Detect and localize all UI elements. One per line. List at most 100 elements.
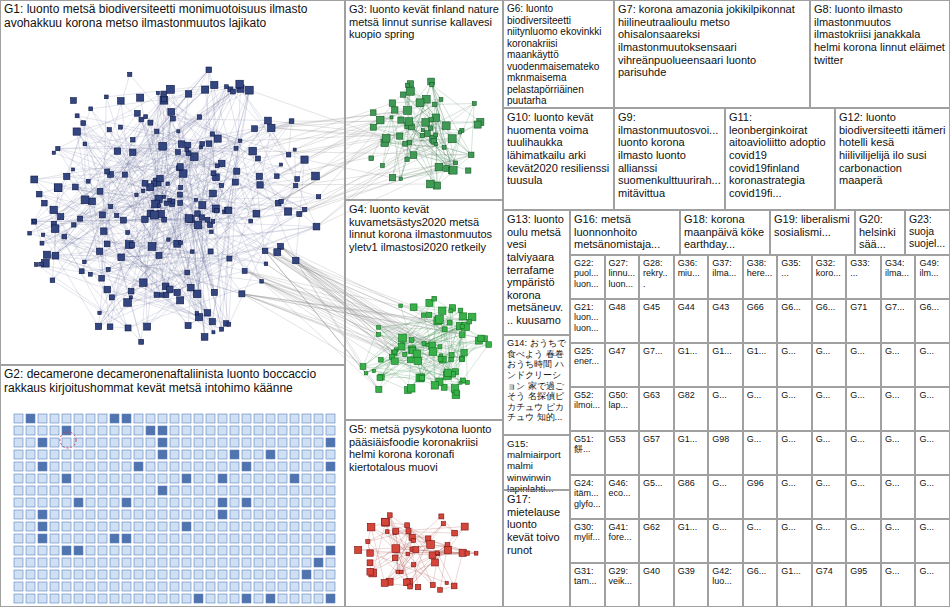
network-vertex [297,212,302,217]
network-edge [464,345,489,353]
network-vertex [449,309,453,313]
isolate-vertex [254,426,263,435]
isolate-vertex [98,522,107,531]
isolate-vertex [230,534,239,543]
isolate-vertex [98,414,107,423]
group-box: G35: ... [777,255,812,299]
group-label: G43 [712,302,739,312]
group-box: G8: luonto ilmasto ilmastonmuutos ilmast… [810,0,950,108]
network-edge [171,112,252,151]
group-label: G... [885,434,912,444]
group-label: G7... [885,302,912,312]
network-vertex [141,189,144,192]
network-vertex [418,374,425,381]
group-label: G... [747,390,774,400]
network-vertex [406,552,410,556]
isolate-vertex [194,558,203,567]
group-box: G62 [639,519,674,563]
network-edge [39,194,110,327]
network-vertex [185,215,193,223]
group-label: G29: veik... [609,566,636,587]
group-label: G... [885,390,912,400]
network-vertex [460,357,464,361]
network-edge [378,327,455,394]
isolate-vertex [26,462,35,471]
isolate-vertex [50,474,59,483]
network-vertex [403,142,408,147]
network-edge [401,550,448,572]
isolate-vertex [326,498,335,507]
group-box: G10: luonto kevät huomenta voima tuuliha… [503,108,614,210]
network-vertex [201,334,208,341]
group-box: G... [777,431,812,475]
isolate-vertex [302,534,311,543]
group-label: G... [747,434,774,444]
network-vertex [466,168,471,173]
group-box: G38: here... [743,255,778,299]
isolate-vertex [38,558,47,567]
group-label: G... [919,434,946,444]
group-box: G... [708,475,743,519]
group-label: G8: luonto ilmasto ilmastonmuutos ilmast… [814,3,946,66]
isolate-vertex [86,474,95,483]
network-vertex [137,94,144,101]
network-vertex [459,356,464,361]
isolate-vertex [38,426,47,435]
isolate-vertex [230,414,239,423]
network-vertex [387,513,392,518]
isolate-vertex [242,426,251,435]
network-vertex [156,252,162,258]
group-label: G6... [919,302,946,312]
isolate-vertex [182,498,191,507]
isolate-vertex [254,510,263,519]
isolate-vertex [14,486,23,495]
isolate-vertex [158,462,167,471]
isolate-vertex [278,570,287,579]
network-vertex [392,545,400,553]
network-vertex [157,175,163,181]
network-vertex [97,188,103,194]
group-box: G44 [674,299,709,343]
network-vertex [128,72,132,76]
network-vertex [427,312,432,317]
network-edge [125,99,164,174]
isolate-vertex [254,498,263,507]
isolate-vertex [38,450,47,459]
network-vertex [414,357,422,365]
isolate-vertex [278,534,287,543]
isolate-vertex [242,510,251,519]
network-vertex [185,323,191,329]
network-vertex [459,332,465,338]
isolate-vertex [134,462,143,471]
isolate-vertex [314,414,323,423]
group-box: G6... [915,299,950,343]
isolate-vertex [302,438,311,447]
group-label: G... [919,522,946,532]
group-label: G20: helsinki sää... [859,213,901,251]
group-label: G... [919,390,946,400]
network-vertex [175,150,180,155]
isolate-vertex [182,486,191,495]
isolate-vertex [134,570,143,579]
isolate-vertex [290,558,299,567]
isolate-vertex [26,474,35,483]
isolate-vertex [314,570,323,579]
isolate-vertex [38,534,47,543]
group-box: G6... [812,299,847,343]
isolate-vertex [230,558,239,567]
isolate-vertex [218,462,227,471]
network-vertex [197,115,201,119]
network-edge [58,188,166,295]
network-vertex [461,349,467,355]
isolate-vertex [38,462,47,471]
group-box: G27: linnu... luon... [605,255,640,299]
isolate-vertex [314,582,323,591]
network-vertex [407,385,415,393]
network-vertex [371,110,376,115]
isolate-vertex [26,570,35,579]
network-vertex [199,215,204,220]
isolate-vertex [326,510,335,519]
isolate-vertex [182,558,191,567]
